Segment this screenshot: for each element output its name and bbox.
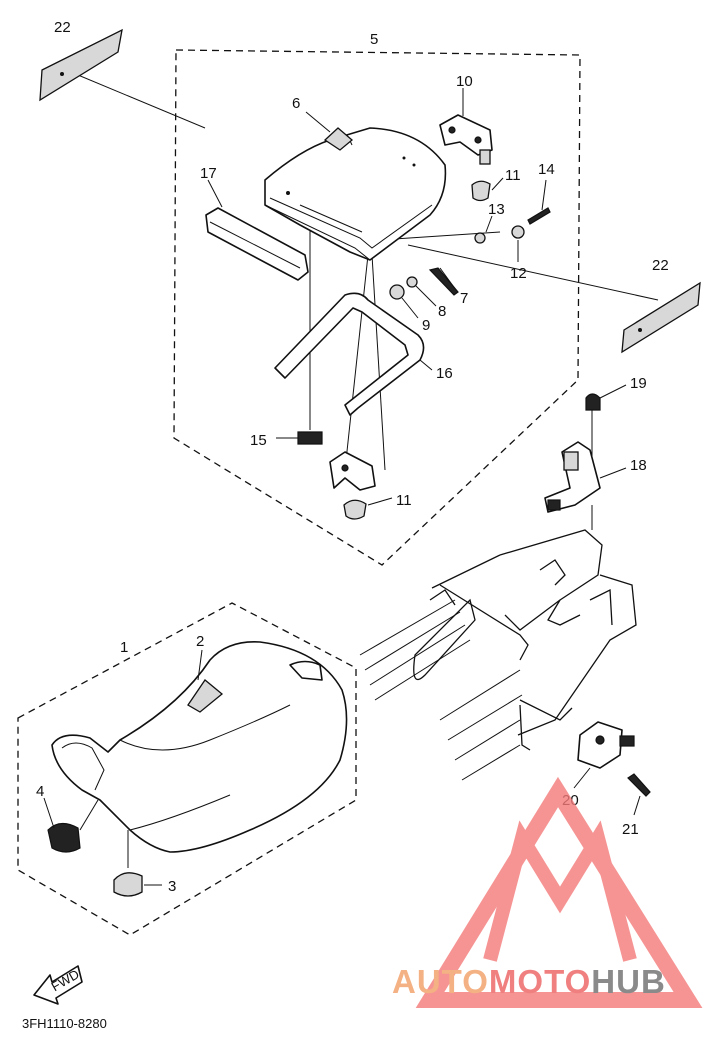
washer-8 [406, 276, 418, 288]
label-9: 9 [422, 317, 430, 334]
group-box-5 [173, 49, 581, 566]
label-8: 8 [438, 303, 446, 320]
seat-pad-2 [187, 679, 224, 713]
damper-4 [47, 822, 81, 853]
screw-21 [627, 773, 651, 797]
side-plate-22-left [39, 28, 123, 102]
label-5: 5 [370, 31, 378, 48]
label-21: 21 [622, 821, 639, 838]
frame [359, 529, 637, 781]
watermark-hub: HUB [591, 963, 666, 1000]
drawing-code: 3FH1110-8280 [22, 1016, 107, 1031]
label-4: 4 [36, 783, 44, 800]
damper-3 [113, 872, 143, 897]
label-11-bottom: 11 [396, 492, 412, 509]
bolt-14 [527, 207, 551, 225]
nut-13 [474, 232, 486, 244]
label-11-top: 11 [505, 167, 521, 184]
bracket-10 [439, 114, 493, 165]
tail-cowl [264, 127, 447, 261]
screw-7 [428, 267, 459, 296]
part-labels: 22 5 10 6 11 14 17 13 12 22 7 8 9 16 19 … [36, 19, 669, 895]
washer-12 [511, 225, 525, 239]
label-3: 3 [168, 878, 176, 895]
pad-15 [297, 431, 323, 445]
label-2: 2 [196, 633, 204, 650]
label-18: 18 [630, 457, 647, 474]
label-14: 14 [538, 161, 555, 178]
watermark-logo-icon [415, 776, 703, 1008]
seat-1 [51, 641, 348, 853]
label-6: 6 [292, 95, 300, 112]
watermark-moto: MOTO [488, 963, 592, 1000]
group-box-1 [17, 602, 357, 936]
label-1: 1 [120, 639, 128, 656]
label-12: 12 [510, 265, 527, 282]
bracket-lower [329, 451, 376, 491]
label-10: 10 [456, 73, 473, 90]
label-19: 19 [630, 375, 647, 392]
grommet-11-top [471, 180, 491, 202]
watermark-text: AUTOMOTOHUB [392, 963, 666, 1001]
lock-bracket-18 [544, 441, 601, 513]
label-16: 16 [436, 365, 453, 382]
grab-rail-16 [274, 292, 425, 416]
label-13: 13 [488, 201, 505, 218]
label-22-left: 22 [54, 19, 71, 36]
seat-lock-20 [577, 721, 635, 769]
side-plate-22-right [621, 281, 701, 354]
pad-6 [323, 127, 354, 151]
bolt-19 [585, 393, 601, 411]
label-22-right: 22 [652, 257, 669, 274]
label-15: 15 [250, 432, 267, 449]
strip-17 [205, 207, 309, 281]
watermark-auto: AUTO [392, 963, 489, 1000]
fwd-arrow: FWD [33, 965, 83, 1005]
grommet-11-bottom [343, 499, 367, 520]
label-7: 7 [460, 290, 468, 307]
label-17: 17 [200, 165, 217, 182]
washer-9 [389, 284, 405, 300]
